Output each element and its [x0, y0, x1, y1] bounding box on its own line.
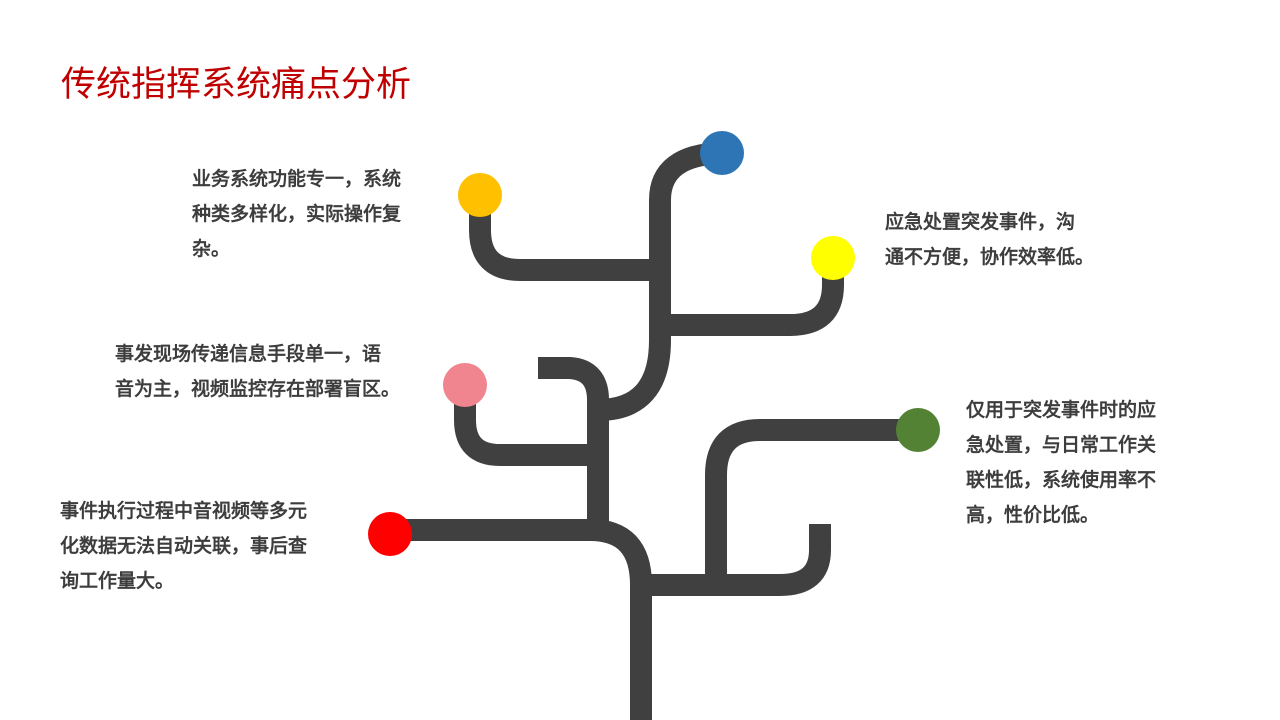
- branch-orange: [469, 195, 660, 281]
- branch-green: [705, 419, 918, 585]
- node-yellow: [811, 236, 855, 280]
- page-title: 传统指挥系统痛点分析: [61, 65, 412, 105]
- label-orange: 业务系统功能专一，系统 种类多样化，实际操作复 杂。: [192, 168, 402, 260]
- branch-pink: [454, 385, 598, 466]
- branch-lower-right: [641, 524, 831, 596]
- label-red: 事件执行过程中音视频等多元 化数据无法自动关联，事后查 询工作量大。: [60, 500, 308, 592]
- trunk-main: [390, 519, 652, 720]
- branch-yellow: [660, 258, 844, 336]
- label-green: 仅用于突发事件时的应 急处置，与日常工作关 联性低，系统使用率不 高，性价比低。: [966, 399, 1157, 526]
- node-green: [896, 408, 940, 452]
- node-red: [368, 512, 412, 556]
- node-orange: [458, 173, 502, 217]
- node-blue: [700, 131, 744, 175]
- label-pink: 事发现场传递信息手段单一，语 音为主，视频监控存在部署盲区。: [115, 343, 401, 400]
- node-pink: [443, 363, 487, 407]
- branch-trunk-upper: [597, 142, 723, 421]
- label-yellow: 应急处置突发事件，沟 通不方便，协作效率低。: [885, 211, 1095, 268]
